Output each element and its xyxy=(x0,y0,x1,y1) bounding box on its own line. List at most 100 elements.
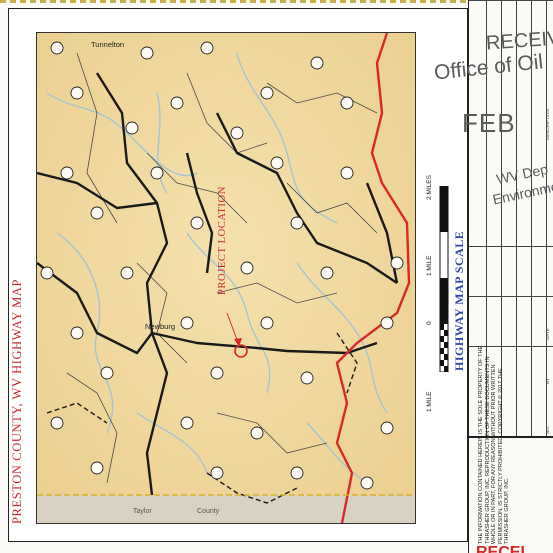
map-canvas: Tunnelton Newburg Taylor County PROJECT … xyxy=(37,33,415,523)
scale-bar xyxy=(435,185,455,373)
sheet-top-border xyxy=(0,0,468,3)
unpaved-road xyxy=(336,332,358,394)
title-block-rule xyxy=(469,346,553,347)
scale-label: 0 xyxy=(426,321,433,325)
primary-road xyxy=(215,112,398,284)
received-stamp-line: RECEIV xyxy=(485,27,553,55)
project-pointer-head xyxy=(234,338,242,347)
title-block-rule xyxy=(469,246,553,247)
scale-segment xyxy=(440,324,444,330)
scale-segment xyxy=(444,330,448,336)
route-shield xyxy=(340,96,354,110)
secondary-roads xyxy=(66,52,378,484)
route-shield xyxy=(200,41,214,55)
title-block-rule xyxy=(516,0,517,436)
secondary-road xyxy=(66,372,118,484)
revision-header-no: NO. xyxy=(545,425,550,434)
route-shield xyxy=(150,166,164,180)
unpaved-road xyxy=(46,402,108,424)
route-shield xyxy=(60,166,74,180)
route-shield xyxy=(180,416,194,430)
route-shield xyxy=(240,261,254,275)
stream xyxy=(136,412,208,474)
scale-segment xyxy=(440,360,444,366)
title-block xyxy=(468,0,553,553)
route-shield xyxy=(170,96,184,110)
adjacent-county-label-county: County xyxy=(197,508,220,515)
title-block-rule xyxy=(486,0,487,436)
route-shield xyxy=(290,466,304,480)
route-shield xyxy=(140,46,154,60)
terrain-background xyxy=(37,33,415,523)
scale-label: 2 MILES xyxy=(426,175,433,200)
scale-segment xyxy=(440,348,444,354)
scale-segment xyxy=(440,186,448,232)
secondary-road xyxy=(146,152,248,224)
route-shield xyxy=(210,466,224,480)
secondary-road xyxy=(266,82,378,114)
primary-road xyxy=(37,262,153,355)
primary-road xyxy=(151,331,378,355)
secondary-road xyxy=(286,182,378,234)
route-shield xyxy=(50,41,64,55)
secondary-road xyxy=(186,72,268,154)
route-shield xyxy=(260,316,274,330)
stream xyxy=(156,92,168,194)
title-block-rule xyxy=(546,0,547,436)
scale-segment xyxy=(444,354,448,360)
state-route xyxy=(335,33,411,523)
route-shield xyxy=(320,266,334,280)
route-shield xyxy=(250,426,264,440)
adjacent-county-label: Taylor xyxy=(133,508,152,515)
project-location-marker xyxy=(234,344,248,358)
route-shield xyxy=(290,216,304,230)
revision-header-description: DESCRIPTION xyxy=(545,109,550,140)
scale-label: 1 MILE xyxy=(426,391,433,412)
route-shield xyxy=(120,266,134,280)
route-shield xyxy=(90,461,104,475)
route-shield xyxy=(40,266,54,280)
place-name-tunnelton: Tunnelton xyxy=(91,40,124,49)
primary-road xyxy=(145,332,169,496)
scale-title: HIGHWAY MAP SCALE xyxy=(452,230,466,371)
project-location-label: PROJECT LOCATION xyxy=(217,186,228,295)
route-shield xyxy=(70,86,84,100)
title-block-rule xyxy=(531,0,532,436)
title-block-rule xyxy=(469,0,553,1)
title-block-rule xyxy=(501,0,502,436)
primary-road xyxy=(185,152,214,274)
stream xyxy=(186,232,271,394)
copyright-notice: THE INFORMATION CONTAINED HEREIN IS THE … xyxy=(478,345,511,544)
route-shield xyxy=(380,421,394,435)
stream xyxy=(296,262,388,414)
scale-segment xyxy=(444,342,448,348)
primary-roads xyxy=(37,72,399,496)
red-stamp-cut: RECEI xyxy=(476,544,525,553)
title-block-rule xyxy=(469,296,553,297)
route-shield xyxy=(70,326,84,340)
received-stamp-line: FEB xyxy=(462,108,516,138)
stream xyxy=(46,92,198,177)
route-shield xyxy=(230,126,244,140)
route-shields xyxy=(40,41,404,490)
scale-segment xyxy=(440,278,448,324)
revision-header-by: BY xyxy=(545,377,550,384)
route-shield xyxy=(310,56,324,70)
revision-header-date: DATE xyxy=(545,328,550,340)
route-shield xyxy=(270,156,284,170)
route-shield xyxy=(380,316,394,330)
map-title: PRESTON COUNTY, WV HIGHWAY MAP xyxy=(10,278,24,524)
scale-label: 1 MILE xyxy=(426,255,433,276)
route-shield xyxy=(125,121,139,135)
secondary-road xyxy=(136,262,188,364)
adjacent-county-area xyxy=(37,495,415,523)
route-shield xyxy=(190,216,204,230)
route-shield xyxy=(300,371,314,385)
place-name-newburg: Newburg xyxy=(145,322,175,331)
route-shield xyxy=(50,416,64,430)
route-shield xyxy=(90,206,104,220)
title-block-rule xyxy=(469,436,553,438)
secondary-road xyxy=(216,412,328,454)
route-shield xyxy=(360,476,374,490)
